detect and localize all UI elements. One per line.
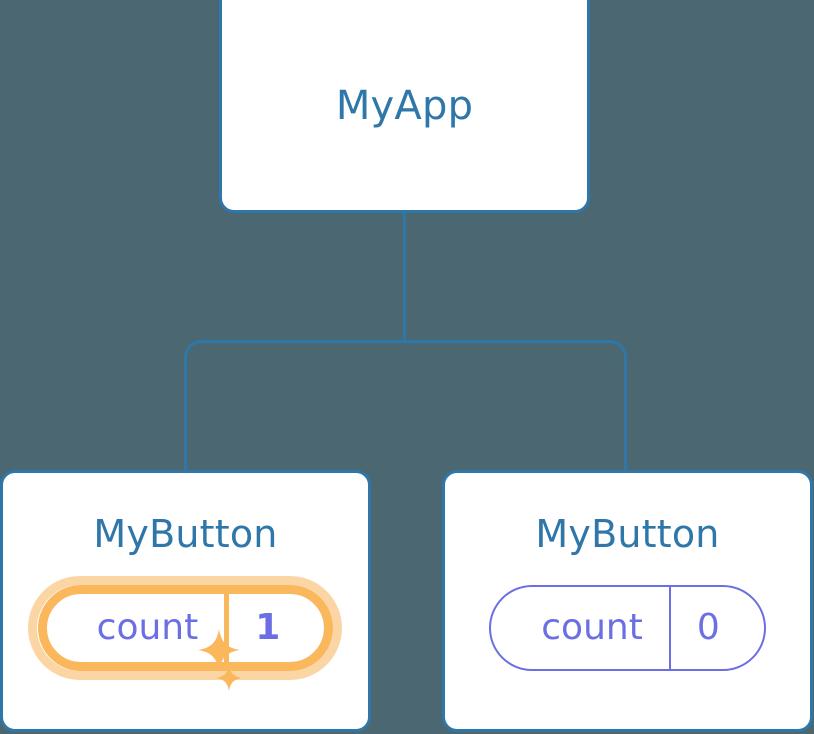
node-card-myapp[interactable]: MyApp <box>219 0 590 213</box>
node-card-mybutton-1[interactable]: MyButton count 1 <box>0 470 371 732</box>
state-pill-glow <box>28 576 343 680</box>
state-pill-2[interactable]: count 0 <box>489 585 766 671</box>
node-title-mybutton-1: MyButton <box>93 512 278 556</box>
state-pill-wrapper-1: count 1 <box>28 576 343 691</box>
connector-bus-left <box>184 340 405 470</box>
node-card-mybutton-2[interactable]: MyButton count 0 <box>442 470 813 732</box>
state-pill-wrapper-2: count 0 <box>489 585 766 671</box>
state-pill-value-2: 0 <box>668 587 764 669</box>
connector-bus-right <box>404 339 627 470</box>
state-pill-key-1: count <box>96 607 199 648</box>
node-title-mybutton-2: MyButton <box>535 512 720 556</box>
state-pill-key-2: count <box>541 607 643 648</box>
state-pill-1[interactable]: count 1 <box>37 585 334 671</box>
node-title-myapp: MyApp <box>335 82 474 129</box>
state-pill-value-1: 1 <box>224 594 324 662</box>
